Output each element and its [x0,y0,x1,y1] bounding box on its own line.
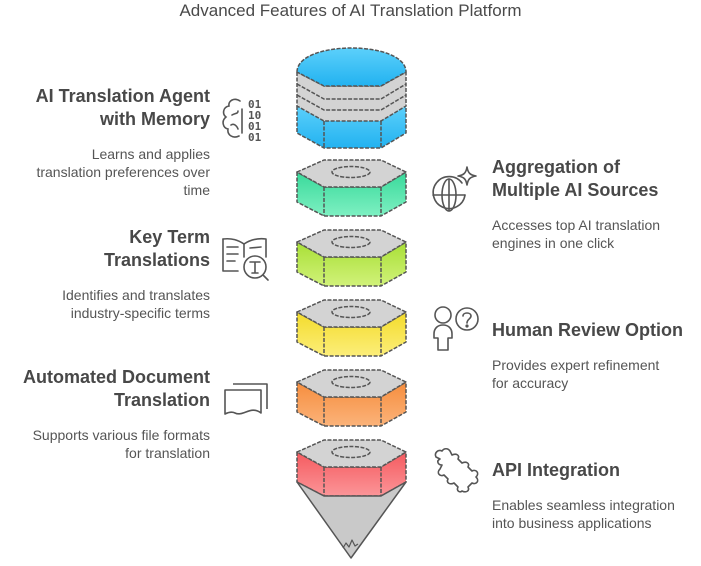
stack-segment-5 [296,369,407,427]
diagram-title: Advanced Features of AI Translation Plat… [179,1,522,20]
stack-segment-1 [296,47,407,149]
person-question-icon [430,304,482,356]
book-search-icon [220,235,272,285]
svg-text:01: 01 [248,120,262,133]
svg-text:10: 10 [248,109,261,122]
stack-segment-2 [296,159,407,217]
feature-api-integration: API Integration Enables seamless integra… [492,459,692,532]
feature-title: API Integration [492,460,621,480]
svg-text:01: 01 [248,131,262,144]
pencil-tip [296,481,407,559]
brain-binary-icon: 01 10 01 01 [220,95,272,147]
stack-segment-3 [296,229,407,287]
puzzle-icon [432,445,482,495]
globe-sparkle-icon [430,165,482,217]
stack-segment-4 [296,299,407,357]
documents-icon [221,381,273,417]
stack-segment-6 [296,439,407,497]
svg-text:01: 01 [248,98,262,111]
feature-human-review-option: Human Review Option Provides expert refi… [492,319,692,392]
feature-title: Human Review Option [492,320,684,340]
